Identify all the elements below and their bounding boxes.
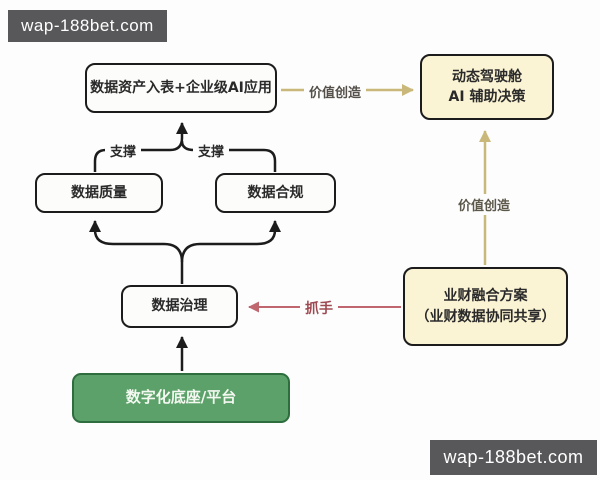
edge-label-support-right: 支撑: [193, 140, 230, 161]
node-data-compliance-label: 数据合规: [247, 184, 304, 201]
node-data-governance-label: 数据治理: [151, 298, 208, 315]
watermark-bottom-right-text: wap-188bet.com: [443, 447, 584, 467]
node-data-governance: 数据治理: [121, 285, 238, 328]
edge-governance-to-compliance: [180, 220, 281, 263]
edge-label-grip: 抓手: [300, 297, 338, 319]
node-dynamic-cockpit: 动态驾驶舱 AI 辅助决策: [420, 54, 554, 120]
watermark-top-left-text: wap-188bet.com: [21, 16, 154, 35]
node-digital-platform: 数字化底座/平台: [72, 373, 290, 423]
node-data-quality-label: 数据质量: [71, 184, 127, 201]
edge-label-value-creation-top: 价值创造: [304, 81, 367, 102]
node-dynamic-cockpit-line2: AI 辅助决策: [448, 89, 526, 105]
node-data-asset-ai-app: 数据资产入表+企业级AI应用: [85, 63, 277, 113]
edge-label-support-left: 支撑: [105, 140, 142, 161]
node-finance-integration: 业财融合方案 （业财数据协同共享）: [403, 267, 568, 346]
node-data-compliance: 数据合规: [215, 173, 336, 213]
watermark-bottom-right: wap-188bet.com: [430, 440, 597, 475]
edge-label-value-creation-right: 价值创造: [453, 194, 516, 215]
node-digital-platform-label: 数字化底座/平台: [125, 388, 237, 407]
edge-governance-to-quality: [89, 220, 184, 284]
node-dynamic-cockpit-line1: 动态驾驶舱: [452, 68, 522, 85]
node-data-quality: 数据质量: [35, 173, 163, 213]
watermark-top-left: wap-188bet.com: [8, 10, 167, 42]
node-finance-integration-line2: （业财数据协同共享）: [415, 308, 556, 325]
node-data-asset-ai-app-label: 数据资产入表+企业级AI应用: [90, 79, 272, 96]
node-finance-integration-line1: 业财融合方案: [443, 288, 528, 305]
